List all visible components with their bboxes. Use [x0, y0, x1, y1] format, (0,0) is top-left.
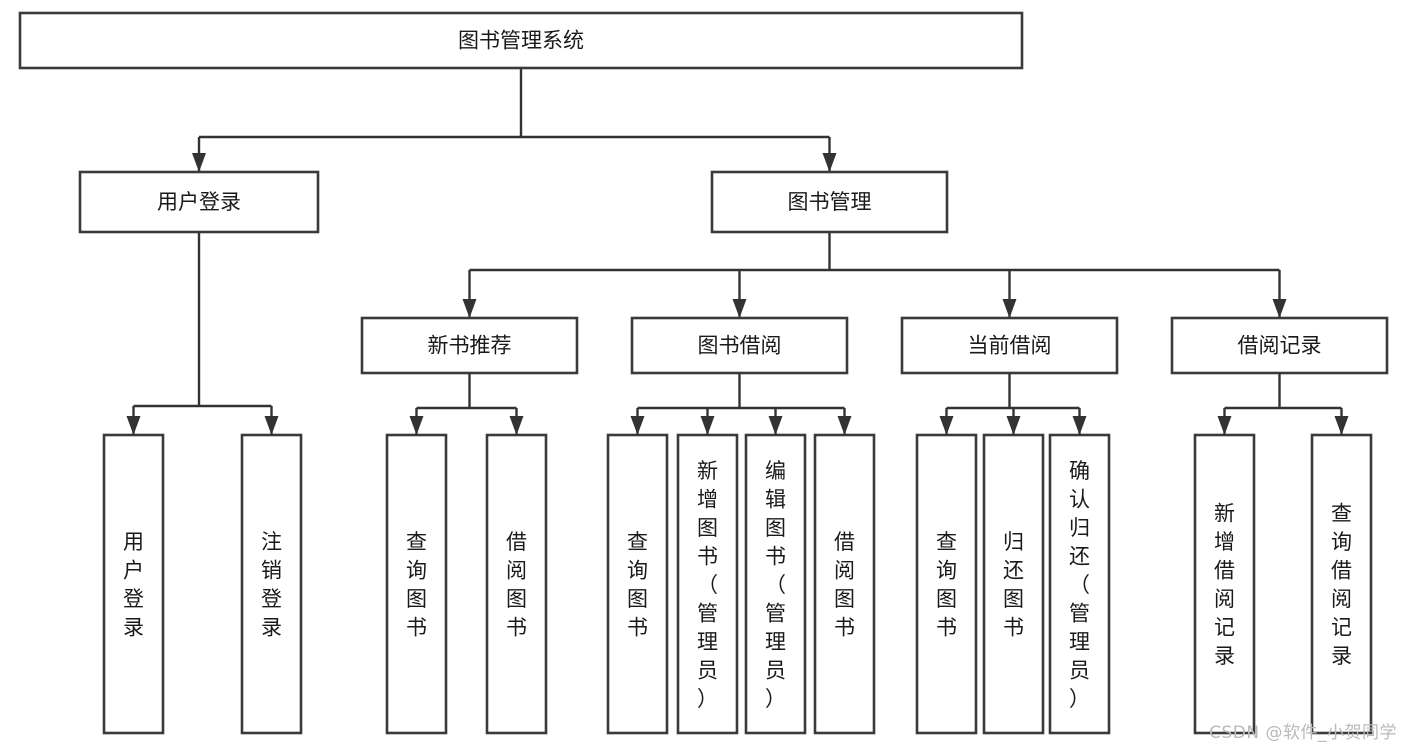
node-root[interactable]: 图书管理系统	[18, 11, 1024, 70]
node-leaf-query-borrow-record[interactable]: 查询借阅记录	[1310, 433, 1373, 735]
arrow-head-icon	[1217, 416, 1232, 435]
node-label-leaf-add-borrow-record: 新增借阅记录	[1214, 502, 1235, 669]
arrow-head-icon	[700, 416, 715, 435]
node-box-new-book-recommend[interactable]	[360, 316, 579, 375]
node-box-leaf-borrow-book-recommend[interactable]	[485, 433, 548, 735]
arrow-head-icon	[630, 416, 645, 435]
node-leaf-query-book-recommend[interactable]: 查询图书	[385, 433, 448, 735]
node-borrow-record[interactable]: 借阅记录	[1170, 316, 1389, 375]
node-label-book-manage: 图书管理	[788, 190, 872, 214]
node-box-book-borrow[interactable]	[630, 316, 849, 375]
node-label-borrow-record: 借阅记录	[1238, 334, 1322, 358]
arrow-head-icon	[939, 416, 954, 435]
arrow-head-icon	[837, 416, 852, 435]
node-leaf-add-borrow-record[interactable]: 新增借阅记录	[1193, 433, 1256, 735]
node-book-manage[interactable]: 图书管理	[710, 170, 949, 234]
node-box-leaf-logout[interactable]	[240, 433, 303, 735]
node-label-leaf-add-book: 新增图书（管理员）	[697, 459, 718, 711]
arrow-head-icon	[1334, 416, 1349, 435]
node-label-new-book-recommend: 新书推荐	[428, 334, 512, 358]
node-box-leaf-query-book-recommend[interactable]	[385, 433, 448, 735]
node-leaf-borrow-book[interactable]: 借阅图书	[813, 433, 876, 735]
node-box-leaf-query-book-current[interactable]	[915, 433, 978, 735]
node-label-root: 图书管理系统	[458, 29, 584, 53]
node-label-leaf-query-book-recommend: 查询图书	[406, 530, 427, 640]
node-layer: 图书管理系统用户登录图书管理新书推荐图书借阅当前借阅借阅记录用户登录注销登录查询…	[18, 11, 1389, 735]
node-box-borrow-record[interactable]	[1170, 316, 1389, 375]
node-label-leaf-query-book-current: 查询图书	[936, 530, 957, 640]
arrow-head-icon	[822, 153, 837, 172]
node-box-leaf-add-book[interactable]	[676, 433, 739, 735]
node-box-book-manage[interactable]	[710, 170, 949, 234]
node-label-leaf-user-login: 用户登录	[123, 530, 144, 640]
arrow-head-icon	[1072, 416, 1087, 435]
connector-layer	[126, 68, 1349, 435]
node-leaf-add-book[interactable]: 新增图书（管理员）	[676, 433, 739, 735]
node-new-book-recommend[interactable]: 新书推荐	[360, 316, 579, 375]
node-current-borrow[interactable]: 当前借阅	[900, 316, 1119, 375]
arrow-head-icon	[1002, 299, 1017, 318]
arrow-head-icon	[409, 416, 424, 435]
node-label-leaf-borrow-book: 借阅图书	[834, 530, 855, 640]
node-leaf-query-book-current[interactable]: 查询图书	[915, 433, 978, 735]
arrow-head-icon	[1272, 299, 1287, 318]
node-user-login[interactable]: 用户登录	[78, 170, 320, 234]
node-leaf-return-book[interactable]: 归还图书	[982, 433, 1045, 735]
node-label-leaf-logout: 注销登录	[261, 530, 282, 640]
arrow-head-icon	[768, 416, 783, 435]
node-leaf-logout[interactable]: 注销登录	[240, 433, 303, 735]
node-box-leaf-borrow-book[interactable]	[813, 433, 876, 735]
node-label-current-borrow: 当前借阅	[968, 334, 1052, 358]
node-leaf-confirm-return[interactable]: 确认归还（管理员）	[1048, 433, 1111, 735]
node-label-leaf-query-borrow-record: 查询借阅记录	[1331, 502, 1352, 669]
arrow-head-icon	[509, 416, 524, 435]
node-box-user-login[interactable]	[78, 170, 320, 234]
arrow-head-icon	[264, 416, 279, 435]
node-label-leaf-return-book: 归还图书	[1003, 530, 1024, 640]
node-leaf-edit-book[interactable]: 编辑图书（管理员）	[744, 433, 807, 735]
node-label-leaf-edit-book: 编辑图书（管理员）	[765, 459, 786, 711]
node-box-root[interactable]	[18, 11, 1024, 70]
node-box-leaf-user-login[interactable]	[102, 433, 165, 735]
arrow-head-icon	[462, 299, 477, 318]
node-box-leaf-add-borrow-record[interactable]	[1193, 433, 1256, 735]
node-box-leaf-edit-book[interactable]	[744, 433, 807, 735]
arrow-head-icon	[732, 299, 747, 318]
node-box-leaf-query-book-borrow[interactable]	[606, 433, 669, 735]
node-leaf-query-book-borrow[interactable]: 查询图书	[606, 433, 669, 735]
arrow-head-icon	[126, 416, 141, 435]
node-label-leaf-confirm-return: 确认归还（管理员）	[1069, 459, 1090, 711]
node-box-leaf-confirm-return[interactable]	[1048, 433, 1111, 735]
node-box-leaf-return-book[interactable]	[982, 433, 1045, 735]
node-label-leaf-borrow-book-recommend: 借阅图书	[506, 530, 527, 640]
node-leaf-user-login[interactable]: 用户登录	[102, 433, 165, 735]
node-leaf-borrow-book-recommend[interactable]: 借阅图书	[485, 433, 548, 735]
node-box-current-borrow[interactable]	[900, 316, 1119, 375]
arrow-head-icon	[192, 153, 206, 172]
node-label-book-borrow: 图书借阅	[698, 334, 782, 358]
node-label-user-login: 用户登录	[157, 190, 241, 214]
node-book-borrow[interactable]: 图书借阅	[630, 316, 849, 375]
arrow-head-icon	[1006, 416, 1021, 435]
node-box-leaf-query-borrow-record[interactable]	[1310, 433, 1373, 735]
node-label-leaf-query-book-borrow: 查询图书	[627, 530, 648, 640]
